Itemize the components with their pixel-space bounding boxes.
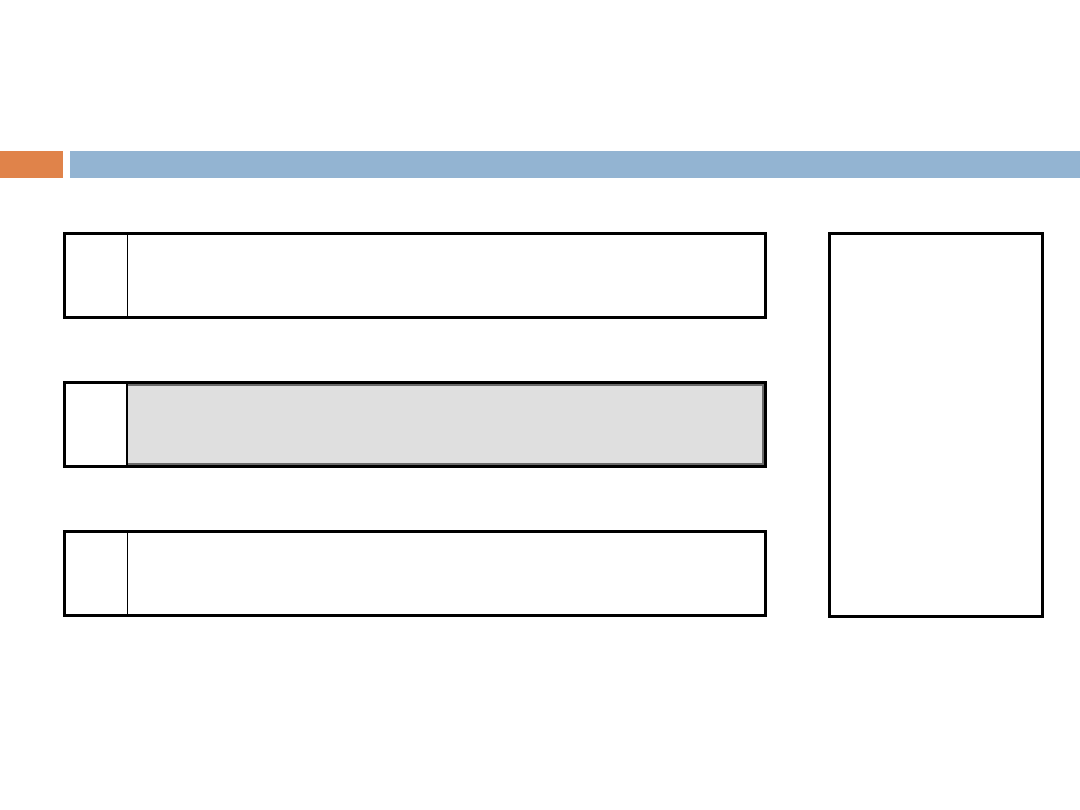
side-panel-box <box>828 232 1044 618</box>
row-1-content-cell <box>128 235 764 316</box>
title-header-bar <box>70 151 1080 178</box>
row-2-content-cell <box>128 384 764 465</box>
row-1-index-cell <box>66 235 128 316</box>
diagram-row-3 <box>63 530 767 617</box>
diagram-row-2 <box>63 381 767 468</box>
title-accent-bar <box>0 151 63 178</box>
diagram-row-1 <box>63 232 767 319</box>
row-2-index-cell <box>66 384 128 465</box>
row-3-content-cell <box>128 533 764 614</box>
row-3-index-cell <box>66 533 128 614</box>
